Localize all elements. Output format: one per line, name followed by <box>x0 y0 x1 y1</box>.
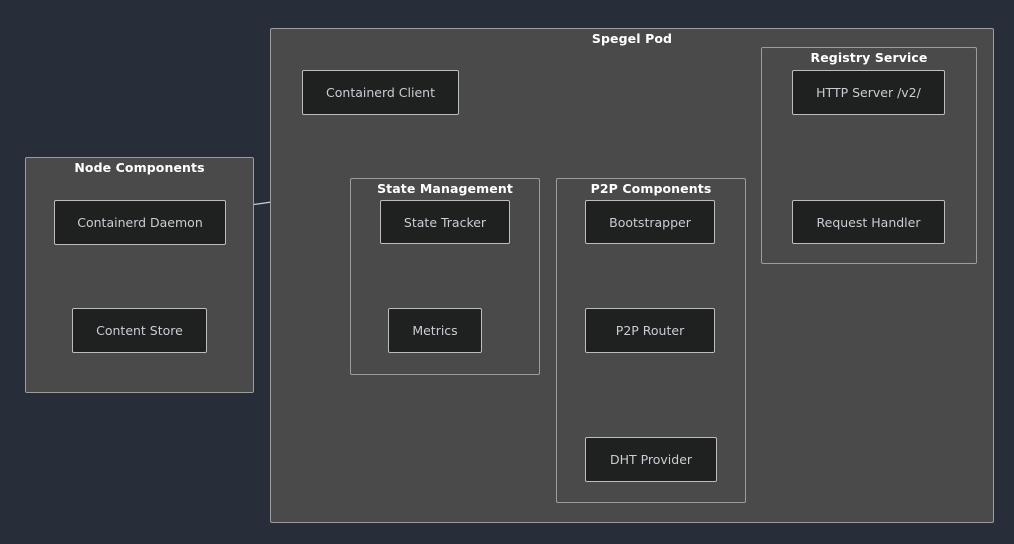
node-label-request-handler: Request Handler <box>816 214 921 230</box>
node-containerd-client[interactable]: Containerd Client <box>302 70 459 115</box>
node-label-metrics: Metrics <box>412 323 458 338</box>
node-request-handler[interactable]: Request Handler <box>792 200 945 244</box>
node-label-http-server: HTTP Server /v2/ <box>816 85 921 100</box>
node-dht-provider[interactable]: DHT Provider <box>585 437 717 482</box>
node-label-p2p-router: P2P Router <box>615 323 685 338</box>
node-state-tracker[interactable]: State Tracker <box>380 200 510 244</box>
node-label-content-store: Content Store <box>96 323 183 338</box>
cluster-title-node-components: Node Components <box>74 160 205 175</box>
node-content-store[interactable]: Content Store <box>72 308 207 353</box>
cluster-title-spegel-pod: Spegel Pod <box>591 31 673 46</box>
cluster-title-registry-service: Registry Service <box>810 50 928 65</box>
node-metrics[interactable]: Metrics <box>388 308 482 353</box>
node-p2p-router[interactable]: P2P Router <box>585 308 715 353</box>
cluster-title-state-management: State Management <box>377 181 513 196</box>
node-label-state-tracker: State Tracker <box>403 214 487 230</box>
cluster-title-p2p-components: P2P Components <box>590 181 712 196</box>
node-label-bootstrapper: Bootstrapper <box>609 214 691 230</box>
node-containerd-daemon[interactable]: Containerd Daemon <box>54 200 226 245</box>
node-label-containerd-daemon: Containerd Daemon <box>77 215 203 230</box>
cluster-node-components <box>25 157 254 393</box>
node-label-containerd-client: Containerd Client <box>326 85 435 100</box>
node-bootstrapper[interactable]: Bootstrapper <box>585 200 715 244</box>
node-http-server[interactable]: HTTP Server /v2/ <box>792 70 945 115</box>
node-label-dht-provider: DHT Provider <box>609 452 693 467</box>
